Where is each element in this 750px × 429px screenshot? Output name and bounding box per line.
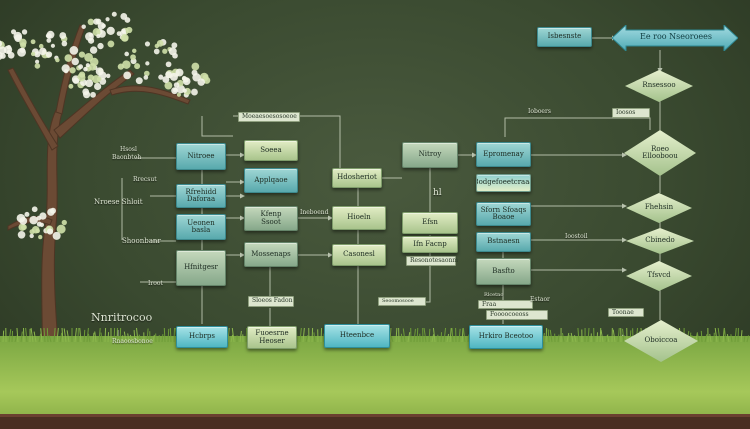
process-box-13: Casonesl	[332, 244, 386, 266]
label-8: Ioboers	[528, 108, 551, 115]
label-11: Ioostoil	[565, 233, 588, 240]
process-box-6: Soeea	[244, 140, 298, 161]
process-box-11: Hdosheriot	[332, 168, 382, 188]
process-box-10: Fuoesrne Heoser	[247, 326, 297, 349]
process-box-2: Rfrehidd Daforaa	[176, 184, 226, 208]
process-box-9: Mossenaps	[244, 242, 298, 267]
label-14: Iroot	[148, 280, 163, 287]
double-arrow-shape	[612, 25, 738, 51]
process-box-18: Epromenay	[476, 142, 531, 167]
label-3: Rrecsut	[133, 176, 157, 183]
label-10: hl	[433, 188, 442, 198]
chip-4: Fraa	[478, 300, 533, 309]
chip-3: Sloeos Fadon	[248, 296, 294, 307]
process-box-15: Nitroy	[402, 142, 458, 168]
process-box-1: Nitroee	[176, 143, 226, 170]
process-box-14: Hteenbce	[324, 324, 390, 348]
chip-1: Resonotesaonm	[406, 256, 458, 266]
label-6: Nnritrocoo	[91, 311, 153, 324]
process-box-7: Applqaoe	[244, 168, 298, 193]
label-9: Ineboend	[300, 209, 329, 216]
chip-5: Foooocoeoss	[486, 310, 548, 320]
process-box-21: Bstnaesn	[476, 232, 531, 252]
header-box: Isbesnste	[537, 27, 592, 47]
process-box-3: Ueonen basla	[176, 214, 226, 240]
process-box-5: Hcbrps	[176, 326, 228, 348]
grass-ground	[0, 328, 750, 429]
header-arrow-label: Ee roo Nseoroees	[640, 32, 712, 41]
chip-8: Toonae	[608, 308, 644, 317]
label-5: Shoonbanr	[122, 237, 161, 245]
process-box-19: Bodgefoeetcraaa	[476, 174, 531, 192]
label-1: Hsosl	[120, 146, 137, 153]
label-2: Baonbtoh	[112, 154, 142, 161]
process-box-17: Ifn Facnp	[402, 236, 458, 253]
chip-2: Moeaesoesosoeoe	[238, 112, 300, 122]
chip-6: Seoomosooe	[378, 297, 426, 306]
process-box-8: Kfenp Ssoot	[244, 206, 298, 231]
process-box-4: Hfnitgesr	[176, 250, 226, 286]
chip-7: Ioosos	[612, 108, 650, 118]
label-13: Rlcetno	[484, 292, 504, 298]
label-7: Rnaoosbonoe	[112, 338, 153, 345]
label-12: Estaor	[530, 296, 550, 303]
process-box-12: Hioeln	[332, 206, 386, 230]
process-box-22: Basfto	[476, 258, 531, 285]
process-box-20: Sforn Sfoaqs Boaoe	[476, 202, 531, 226]
process-box-23: Hrkiro Bceotoo	[469, 325, 543, 349]
process-box-16: Efsn	[402, 212, 458, 234]
label-4: Nroese Shloit	[94, 198, 143, 206]
